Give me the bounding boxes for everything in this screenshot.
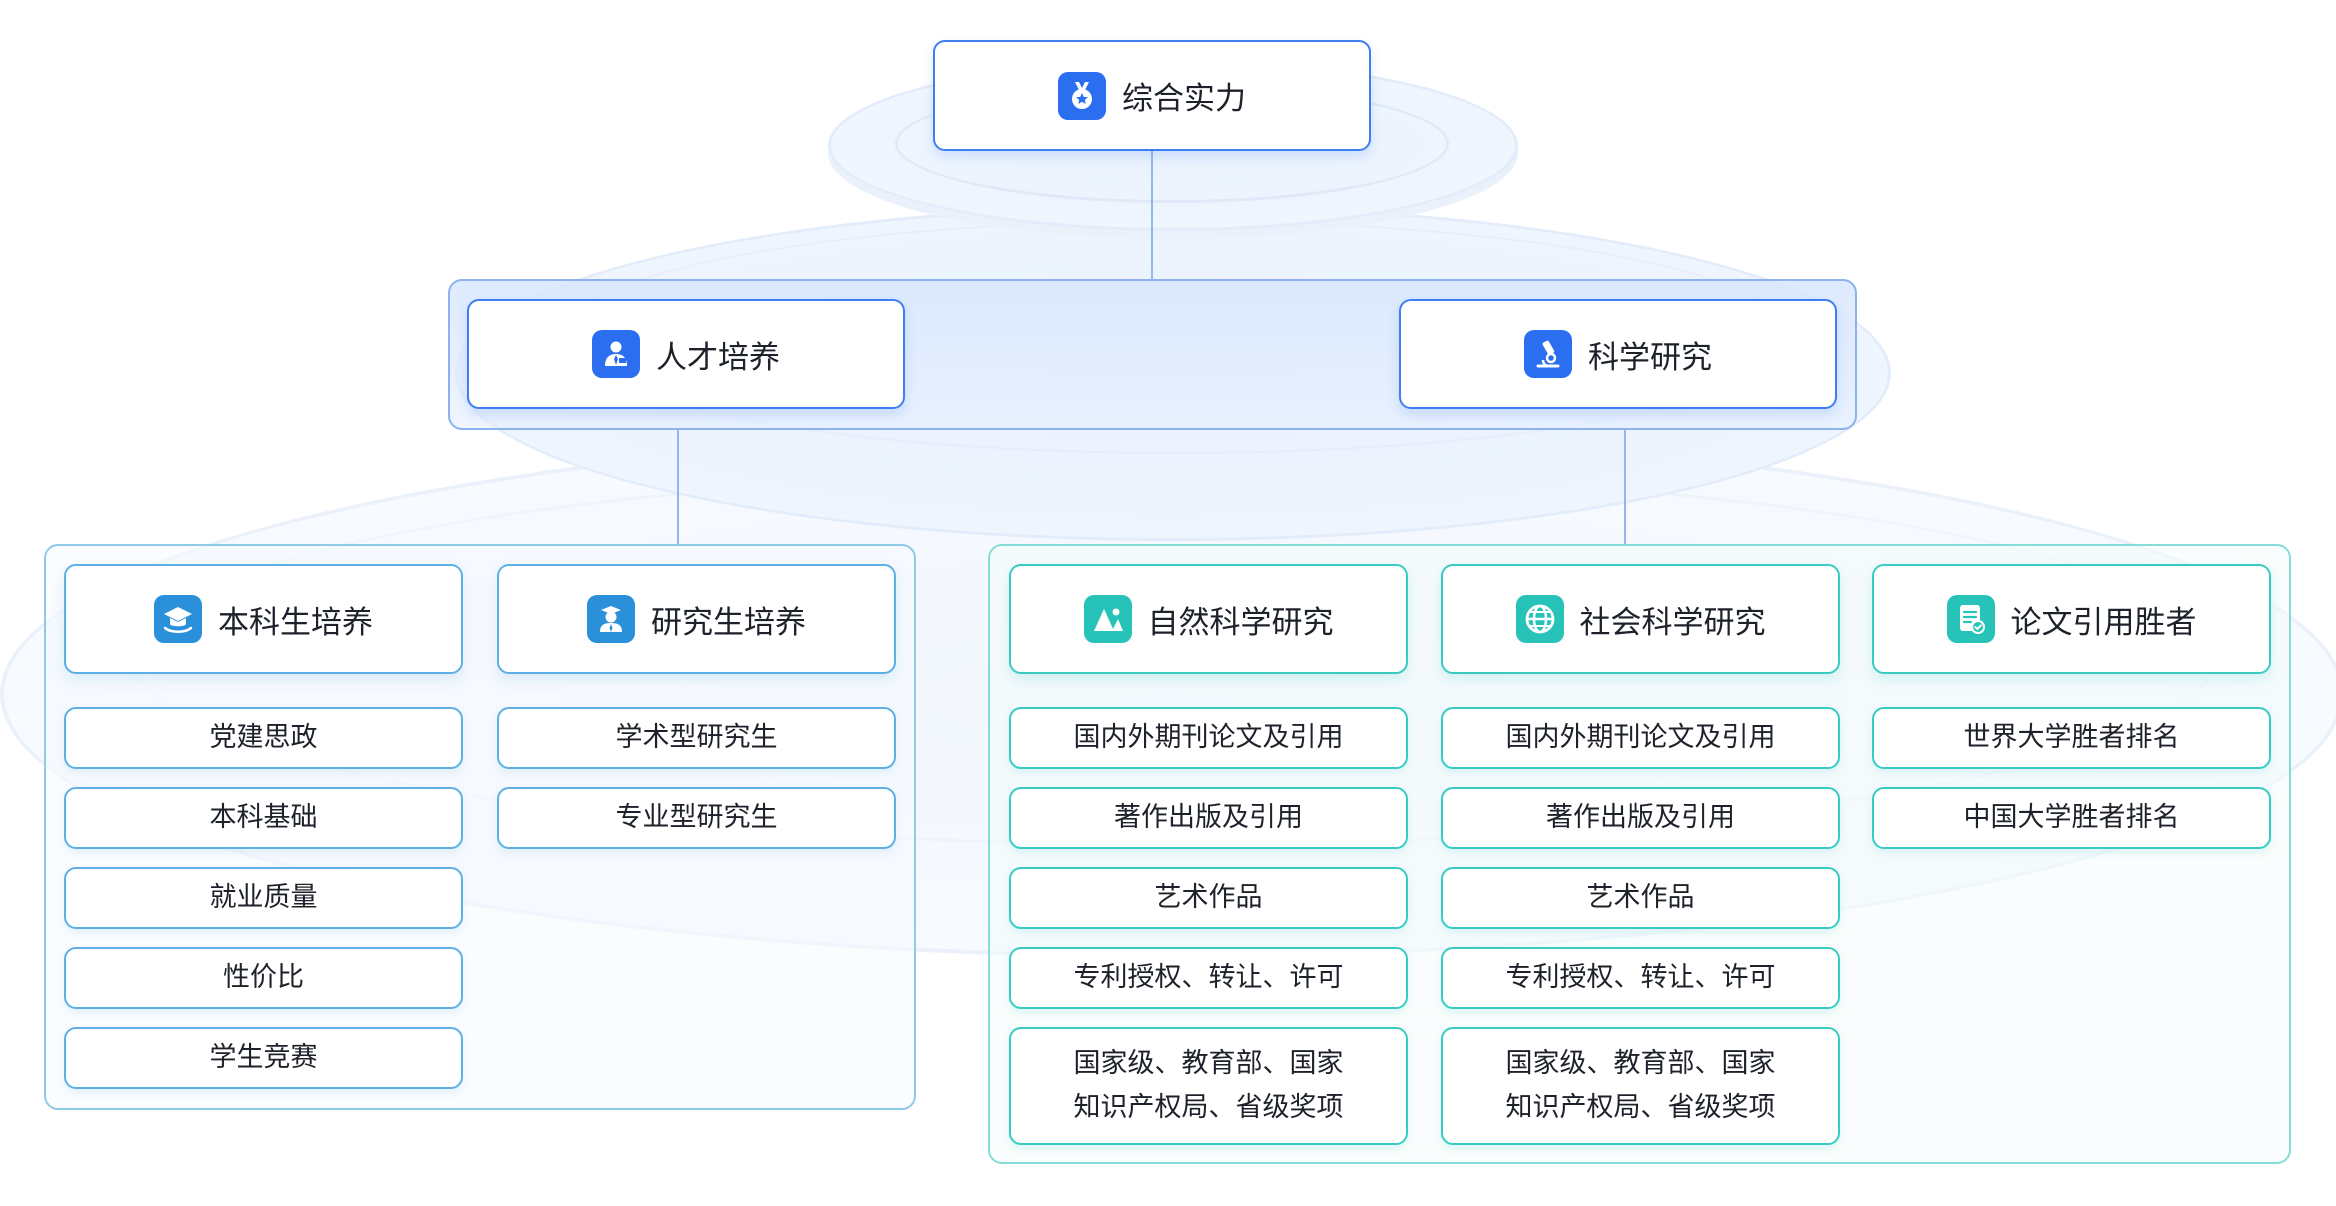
- citation-item[interactable]: 中国大学胜者排名: [1872, 787, 2271, 849]
- connector-root-to-level1: [1151, 150, 1153, 280]
- graduate-node[interactable]: 研究生培养: [497, 564, 896, 674]
- medal-icon: [1058, 71, 1106, 120]
- natural-science-item[interactable]: 专利授权、转让、许可: [1009, 947, 1408, 1009]
- social-science-item-label: 艺术作品: [1586, 882, 1695, 913]
- natural-science-item-label: 国家级、教育部、国家 知识产权局、省级奖项: [1073, 1048, 1344, 1123]
- microscope-icon: [1524, 330, 1572, 378]
- social-science-item[interactable]: 艺术作品: [1441, 867, 1840, 929]
- citation-label: 论文引用胜者: [2010, 604, 2197, 641]
- natural-science-item[interactable]: 国家级、教育部、国家 知识产权局、省级奖项: [1009, 1027, 1408, 1145]
- social-science-item[interactable]: 著作出版及引用: [1441, 787, 1840, 849]
- citation-node[interactable]: 论文引用胜者: [1872, 564, 2271, 674]
- natural-science-item[interactable]: 著作出版及引用: [1009, 787, 1408, 849]
- citation-item-label: 中国大学胜者排名: [1963, 802, 2180, 833]
- root-label: 综合实力: [1122, 81, 1246, 117]
- undergrad-item-label: 就业质量: [209, 882, 318, 913]
- talent-label: 人才培养: [656, 339, 780, 376]
- undergrad-item[interactable]: 学生竞赛: [64, 1027, 463, 1089]
- undergrad-item-label: 学生竞赛: [209, 1042, 318, 1073]
- natural-science-item-label: 专利授权、转让、许可: [1073, 962, 1344, 993]
- citation-item-label: 世界大学胜者排名: [1963, 722, 2180, 753]
- mountain-icon: [1083, 595, 1132, 643]
- natural-science-label: 自然科学研究: [1147, 604, 1334, 641]
- graduation-cap-icon: [154, 595, 202, 643]
- graduate-item[interactable]: 专业型研究生: [497, 787, 896, 849]
- undergrad-item[interactable]: 性价比: [64, 947, 463, 1009]
- teacher-icon: [592, 330, 640, 378]
- natural-science-item[interactable]: 国内外期刊论文及引用: [1009, 707, 1408, 769]
- social-science-item[interactable]: 国内外期刊论文及引用: [1441, 707, 1840, 769]
- connector-research-to-group: [1624, 429, 1626, 545]
- social-science-label: 社会科学研究: [1579, 604, 1766, 641]
- connector-talent-to-group: [677, 429, 679, 545]
- graduate-item[interactable]: 学术型研究生: [497, 707, 896, 769]
- root-node[interactable]: 综合实力: [933, 40, 1371, 151]
- undergrad-item-label: 性价比: [223, 962, 304, 993]
- social-science-item-label: 国家级、教育部、国家 知识产权局、省级奖项: [1505, 1048, 1776, 1123]
- social-science-item-label: 著作出版及引用: [1546, 802, 1735, 833]
- natural-science-item-label: 国内外期刊论文及引用: [1073, 722, 1344, 753]
- undergrad-item[interactable]: 党建思政: [64, 707, 463, 769]
- social-science-node[interactable]: 社会科学研究: [1441, 564, 1840, 674]
- graduate-item-label: 专业型研究生: [615, 802, 778, 833]
- graduate-student-icon: [587, 595, 635, 643]
- social-science-item-label: 专利授权、转让、许可: [1505, 962, 1776, 993]
- globe-icon: [1515, 595, 1564, 643]
- social-science-item[interactable]: 专利授权、转让、许可: [1441, 947, 1840, 1009]
- natural-science-item-label: 著作出版及引用: [1114, 802, 1303, 833]
- undergrad-item[interactable]: 本科基础: [64, 787, 463, 849]
- undergrad-node[interactable]: 本科生培养: [64, 564, 463, 674]
- talent-node[interactable]: 人才培养: [467, 299, 905, 409]
- natural-science-item[interactable]: 艺术作品: [1009, 867, 1408, 929]
- citation-item[interactable]: 世界大学胜者排名: [1872, 707, 2271, 769]
- document-check-icon: [1946, 595, 1995, 643]
- social-science-item[interactable]: 国家级、教育部、国家 知识产权局、省级奖项: [1441, 1027, 1840, 1145]
- natural-science-item-label: 艺术作品: [1154, 882, 1263, 913]
- natural-science-node[interactable]: 自然科学研究: [1009, 564, 1408, 674]
- research-label: 科学研究: [1588, 339, 1712, 376]
- undergrad-item-label: 党建思政: [209, 722, 318, 753]
- social-science-item-label: 国内外期刊论文及引用: [1505, 722, 1776, 753]
- graduate-item-label: 学术型研究生: [615, 722, 778, 753]
- undergrad-label: 本科生培养: [218, 604, 373, 641]
- undergrad-item[interactable]: 就业质量: [64, 867, 463, 929]
- undergrad-item-label: 本科基础: [209, 802, 318, 833]
- graduate-label: 研究生培养: [651, 604, 806, 641]
- research-node[interactable]: 科学研究: [1399, 299, 1837, 409]
